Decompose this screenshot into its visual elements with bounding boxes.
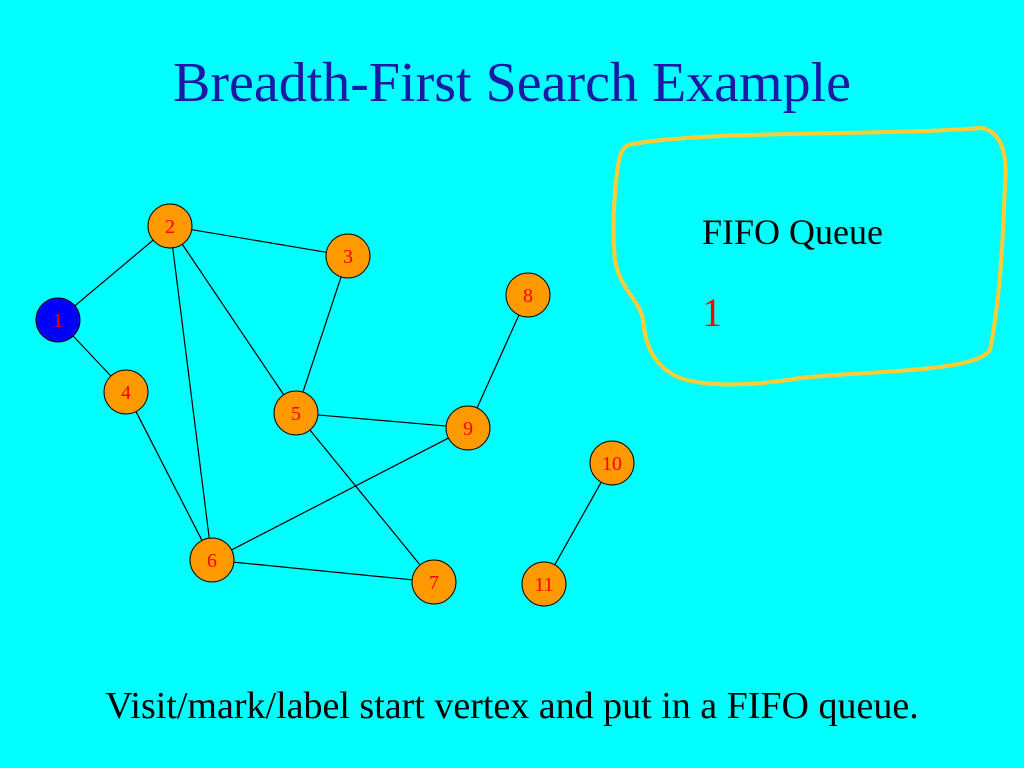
edge-1-2 xyxy=(74,239,154,307)
vertex-10: 10 xyxy=(589,440,635,486)
vertex-5: 5 xyxy=(273,390,319,436)
vertex-circle-6 xyxy=(189,537,235,583)
vertex-label-7: 7 xyxy=(429,572,439,594)
edge-2-5 xyxy=(181,243,285,396)
vertex-circle-2 xyxy=(147,203,193,249)
vertex-circle-1 xyxy=(35,297,81,343)
vertex-3: 3 xyxy=(325,233,371,279)
vertex-label-4: 4 xyxy=(121,382,131,404)
edge-10-11 xyxy=(554,481,602,566)
edge-4-6 xyxy=(135,411,203,541)
edge-2-3 xyxy=(191,229,327,253)
caption: Visit/mark/label start vertex and put in… xyxy=(105,685,919,727)
vertex-circle-8 xyxy=(505,272,551,318)
edge-2-6 xyxy=(172,247,210,539)
edge-6-9 xyxy=(231,437,449,551)
vertex-label-11: 11 xyxy=(534,574,553,596)
vertex-label-6: 6 xyxy=(207,550,217,572)
vertex-circle-7 xyxy=(411,559,457,605)
vertex-circle-5 xyxy=(273,390,319,436)
vertex-label-3: 3 xyxy=(343,246,353,268)
vertex-circle-9 xyxy=(445,405,491,451)
vertex-circle-3 xyxy=(325,233,371,279)
vertex-circle-10 xyxy=(589,440,635,486)
vertex-label-9: 9 xyxy=(463,418,473,440)
vertex-circle-11 xyxy=(521,561,567,607)
edge-6-7 xyxy=(233,561,413,581)
vertex-7: 7 xyxy=(411,559,457,605)
vertices-layer: 1 2 3 4 5 6 7 8 9 10 11 xyxy=(35,203,635,607)
vertex-1: 1 xyxy=(35,297,81,343)
vertex-4: 4 xyxy=(103,369,149,415)
vertex-label-1: 1 xyxy=(53,310,63,332)
queue-label: FIFO Queue xyxy=(702,212,883,252)
vertex-9: 9 xyxy=(445,405,491,451)
vertex-6: 6 xyxy=(189,537,235,583)
edges-layer xyxy=(72,229,602,581)
edge-5-7 xyxy=(309,429,421,566)
queue-contents: 1 xyxy=(702,290,722,335)
vertex-label-10: 10 xyxy=(602,453,622,475)
edge-3-5 xyxy=(302,276,342,393)
vertex-label-5: 5 xyxy=(291,403,301,425)
queue-box-outline xyxy=(611,126,1008,387)
edge-8-9 xyxy=(476,314,520,409)
vertex-2: 2 xyxy=(147,203,193,249)
edge-1-4 xyxy=(72,335,112,377)
vertex-label-8: 8 xyxy=(523,285,533,307)
vertex-8: 8 xyxy=(505,272,551,318)
vertex-label-2: 2 xyxy=(165,216,175,238)
edge-5-9 xyxy=(317,414,447,427)
vertex-circle-4 xyxy=(103,369,149,415)
slide-title: Breadth-First Search Example xyxy=(172,52,851,114)
vertex-11: 11 xyxy=(521,561,567,607)
